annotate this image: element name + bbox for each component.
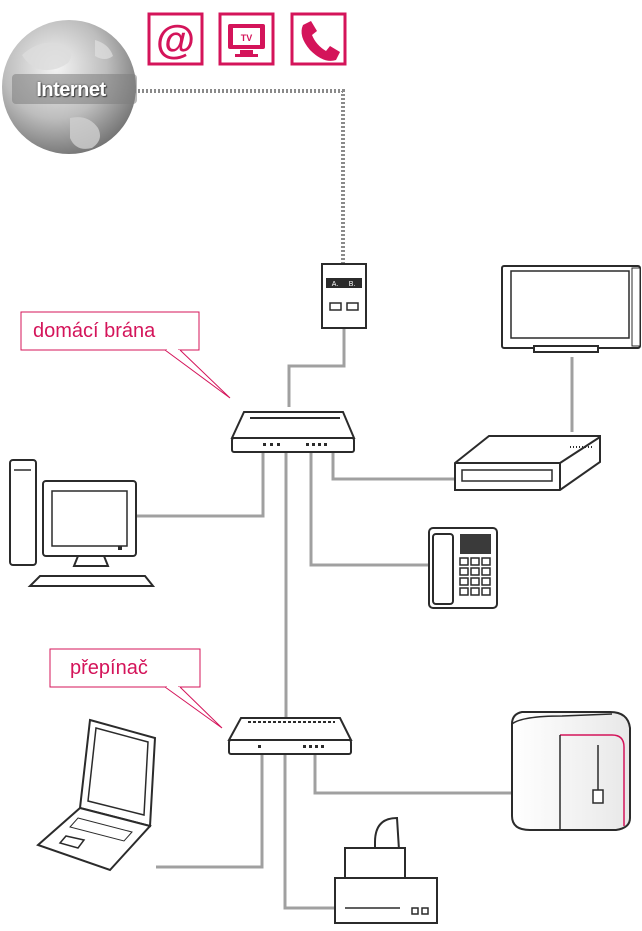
set-top-box-device: [454, 435, 601, 491]
nas-storage-device: [511, 711, 631, 831]
switch-to-nas-line: [313, 754, 513, 795]
connection-lines: [134, 89, 574, 910]
phone-handset-icon: [290, 12, 347, 66]
switch-callout: [49, 648, 223, 729]
desk-phone-device: [428, 527, 498, 609]
switch-to-laptop-line: [156, 754, 264, 869]
gateway-to-phone-line: [309, 452, 429, 567]
socket-port-a-label: A.: [332, 281, 339, 288]
gateway-to-pc-line: [137, 452, 265, 518]
laptop-device: [36, 718, 157, 872]
svg-text:TV: TV: [241, 33, 253, 43]
internet-globe: [2, 20, 137, 154]
gateway-to-settopbox-line: [331, 452, 455, 481]
internet-dsl-line: [134, 89, 345, 263]
internet-label: Internet: [36, 79, 106, 101]
network-switch-device: [227, 717, 353, 755]
switch-to-printer-line: [283, 754, 336, 910]
tv-icon: TV: [218, 12, 275, 66]
service-icons: @ TV: [147, 12, 347, 66]
socket-to-gateway-line: [287, 328, 346, 407]
gateway-callout: [20, 311, 231, 399]
printer-device: [334, 816, 438, 924]
desktop-computer-device: [9, 459, 156, 587]
switch-label: přepínač: [70, 657, 148, 679]
at-sign-icon: @: [147, 12, 204, 66]
socket-port-b-label: B.: [349, 281, 356, 288]
tv-screen-device: [501, 265, 641, 353]
gateway-label: domácí brána: [33, 320, 156, 342]
home-gateway-device: [230, 411, 356, 453]
wall-socket: A. B.: [321, 263, 367, 329]
svg-text:@: @: [156, 18, 195, 62]
